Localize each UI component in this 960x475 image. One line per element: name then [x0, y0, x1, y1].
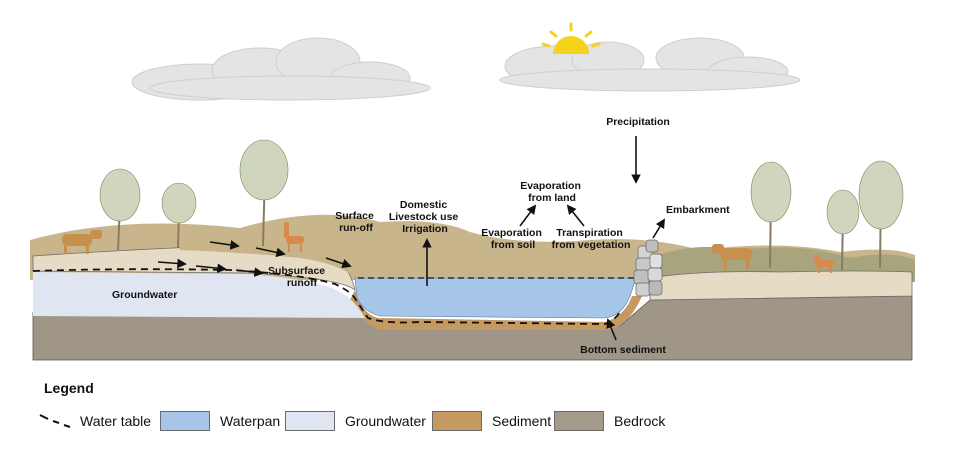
label-embankment: Embarkment	[666, 204, 730, 216]
tree-icon	[826, 189, 860, 271]
bottom-sediment-arrow	[606, 318, 617, 341]
sediment-swatch	[432, 411, 482, 431]
cloud-left	[131, 37, 431, 101]
tree-icon	[239, 139, 289, 247]
topsoil-right	[649, 270, 913, 301]
label-evaporation-soil: Evaporation from soil	[481, 227, 545, 251]
label-subsurface-runoff: Subsurface runoff	[268, 265, 328, 289]
groundwater-swatch	[285, 411, 335, 431]
transpiration-arrow	[566, 204, 585, 227]
legend-item-groundwater: Groundwater	[285, 410, 426, 432]
bedrock-swatch	[554, 411, 604, 431]
cloud-right	[499, 37, 801, 92]
embankment-stones	[633, 239, 663, 297]
water-table-line	[32, 268, 621, 325]
label-groundwater: Groundwater	[112, 289, 177, 301]
legend-item-waterpan: Waterpan	[160, 410, 280, 432]
label-surface-runoff: Surface run-off	[335, 210, 376, 234]
embankment-arrow	[652, 218, 666, 239]
tree-icon	[99, 168, 141, 251]
water-table-line-icon	[39, 414, 71, 428]
evap-soil-arrow	[519, 204, 537, 227]
legend: Water table Waterpan Groundwater Sedimen…	[38, 410, 938, 434]
legend-label: Water table	[80, 413, 152, 429]
label-evaporation-land: Evaporation from land	[520, 180, 584, 204]
tree-icon	[161, 182, 197, 249]
legend-label: Waterpan	[220, 413, 281, 429]
cow-icon	[712, 244, 752, 270]
groundwater-layer	[33, 272, 365, 318]
waterpan-swatch	[160, 411, 210, 431]
waterpan	[354, 277, 637, 319]
runoff-arrows	[157, 240, 352, 277]
legend-label: Bedrock	[614, 413, 666, 429]
legend-label: Groundwater	[345, 413, 426, 429]
deer-icon	[814, 256, 834, 273]
tree-icon	[858, 160, 904, 269]
legend-title: Legend	[44, 380, 94, 396]
label-bottom-sediment: Bottom sediment	[580, 344, 666, 356]
sediment-layer	[350, 290, 642, 330]
legend-label: Sediment	[492, 413, 552, 429]
tree-icon	[750, 161, 792, 269]
topsoil-left-brown	[180, 241, 356, 278]
deer-icon	[284, 222, 304, 252]
cow-icon	[62, 230, 102, 254]
legend-item-water-table: Water table	[38, 410, 151, 432]
label-transpiration: Transpiration from vegetation	[552, 227, 631, 251]
label-domestic-uses: Domestic Livestock use Irrigation	[389, 199, 461, 235]
label-precipitation: Precipitation	[606, 116, 670, 128]
legend-item-sediment: Sediment	[432, 410, 551, 432]
sun-icon	[541, 22, 601, 54]
legend-item-bedrock: Bedrock	[554, 410, 665, 432]
